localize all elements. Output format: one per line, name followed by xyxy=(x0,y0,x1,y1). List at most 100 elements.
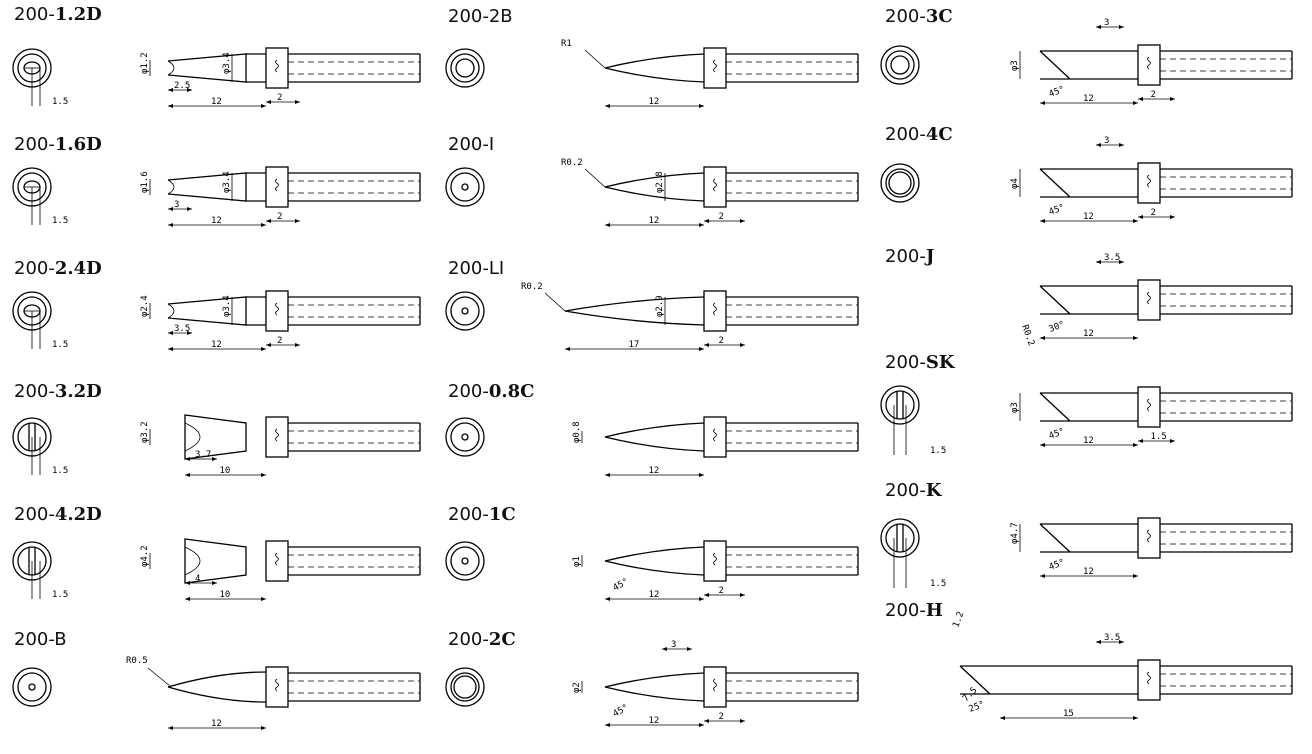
dimension-label: φ3 xyxy=(1010,402,1020,413)
tip-end-view xyxy=(880,385,920,425)
tip-prefix: 200- xyxy=(14,504,55,525)
tip-code: 0.8C xyxy=(489,381,535,402)
dimension-label: 3 xyxy=(174,200,179,210)
dimension-label: φ2.4 xyxy=(140,295,150,317)
dimension-label: 2 xyxy=(719,586,724,596)
dimension-label: 12 xyxy=(649,716,660,726)
tip-label: 200-1C xyxy=(448,504,516,525)
tip-label: 200-I xyxy=(448,134,494,155)
dimension-label: φ3.2 xyxy=(140,421,150,443)
tip-code: 3C xyxy=(926,6,953,27)
tip-prefix: 200- xyxy=(885,480,926,501)
dimension-label: 15 xyxy=(1063,709,1074,719)
tip-label: 200-1.2D xyxy=(14,4,102,25)
dimension-label: 2 xyxy=(719,212,724,222)
dimension-label: 2 xyxy=(719,712,724,722)
dimension-label: 1.5 xyxy=(52,590,68,600)
dimension-label: 10 xyxy=(220,466,231,476)
tip-shank xyxy=(703,290,859,332)
tip-code: B xyxy=(54,629,66,650)
tip-shank xyxy=(265,166,421,208)
tip-drawing: 200-3.2D1.5φ3.23.710 xyxy=(12,381,421,477)
dimension-label: 10 xyxy=(220,590,231,600)
tip-shank xyxy=(1137,386,1293,428)
dimension-label: 12 xyxy=(1083,436,1094,446)
dimension-label: 12 xyxy=(211,216,222,226)
dimension-label: 30° xyxy=(1048,320,1067,335)
tip-label: 200-4.2D xyxy=(14,504,102,525)
dimension-label: 45° xyxy=(1048,203,1067,218)
tip-prefix: 200- xyxy=(448,381,489,402)
dimension-label: 12 xyxy=(649,97,660,107)
dimension-label: 2 xyxy=(277,336,282,346)
tip-label: 200-B xyxy=(14,629,67,650)
dimension-label: 1.2 xyxy=(951,610,966,629)
tip-code: SK xyxy=(926,352,956,373)
tip-label: 200-3C xyxy=(885,6,953,27)
tip-label: 200-3.2D xyxy=(14,381,102,402)
tip-prefix: 200- xyxy=(448,258,489,279)
tip-prefix: 200- xyxy=(885,352,926,373)
tip-label: 200-SK xyxy=(885,352,956,373)
tip-label-group: 200-K1.5 xyxy=(880,480,946,589)
dimension-label: 3.5 xyxy=(1104,633,1120,643)
dimension-label: φ3 xyxy=(1010,60,1020,71)
tip-code: 4.2D xyxy=(55,504,102,525)
dimension-label: φ1.2 xyxy=(140,52,150,74)
dimension-label: 45° xyxy=(612,703,631,720)
tip-prefix: 200- xyxy=(14,629,54,650)
tip-prefix: 200- xyxy=(448,504,489,525)
dimension-label: R0.5 xyxy=(126,656,148,666)
tip-code: 4C xyxy=(926,124,953,145)
tip-label: 200-LI xyxy=(448,258,504,279)
tip-label: 200-H xyxy=(885,600,943,621)
tip-label-group: 200-4C xyxy=(880,124,953,203)
tip-shank xyxy=(703,166,859,208)
tip-code: 1.6D xyxy=(55,134,102,155)
dimension-label: 12 xyxy=(1083,329,1094,339)
tip-drawing: 1.225°3.57.515 xyxy=(951,610,1293,720)
tip-end-view xyxy=(445,167,485,207)
dimension-label: 12 xyxy=(649,590,660,600)
tip-shank xyxy=(1137,659,1293,701)
tip-end-view xyxy=(880,518,920,558)
dimension-label: R1 xyxy=(561,39,572,49)
tip-drawing: 200-BR0.512 xyxy=(12,629,421,730)
dimension-label: 3.7 xyxy=(195,450,211,460)
tip-label: 200-2C xyxy=(448,629,516,650)
tip-code: 3.2D xyxy=(55,381,102,402)
tip-prefix: 200- xyxy=(448,134,489,155)
tip-end-view xyxy=(445,291,485,331)
tip-drawing: φ4.745°12 xyxy=(1010,517,1293,578)
tip-shank xyxy=(265,290,421,332)
tip-code: K xyxy=(926,480,943,501)
tip-end-view xyxy=(445,667,485,707)
tip-end-view xyxy=(445,541,485,581)
tip-shank xyxy=(703,666,859,708)
tip-prefix: 200- xyxy=(885,124,926,145)
dimension-label: 12 xyxy=(1083,567,1094,577)
tip-shank xyxy=(703,47,859,89)
tip-label: 200-2.4D xyxy=(14,258,102,279)
tip-label-group: 200-H xyxy=(885,600,943,621)
tip-prefix: 200- xyxy=(448,629,489,650)
dimension-label: 25° xyxy=(968,700,987,715)
dimension-label: 1.5 xyxy=(52,340,68,350)
tip-shank xyxy=(1137,44,1293,86)
tip-label: 200-K xyxy=(885,480,943,501)
dimension-label: R0.2 xyxy=(561,158,583,168)
dimension-label: φ4.7 xyxy=(1010,522,1020,544)
tip-end-view xyxy=(445,48,485,88)
dimension-label: φ4 xyxy=(1010,178,1020,189)
tip-end-view xyxy=(880,163,920,203)
tip-prefix: 200- xyxy=(14,134,55,155)
tip-end-view xyxy=(12,667,52,707)
